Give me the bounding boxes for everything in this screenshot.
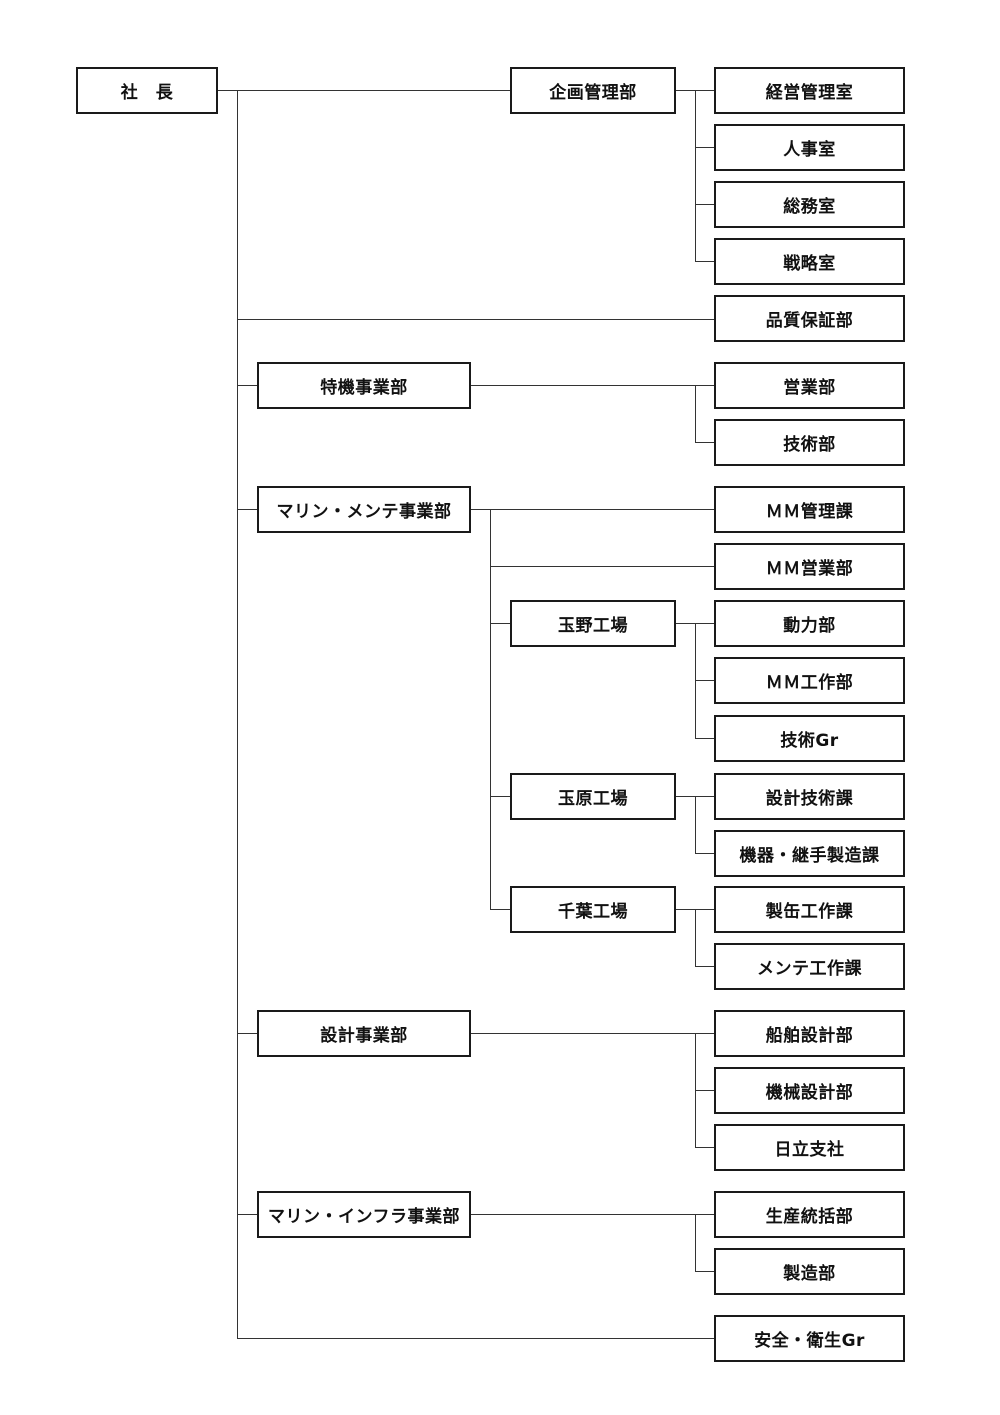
connector-line (695, 385, 696, 443)
node-design-unit: 日立支社 (714, 1124, 905, 1171)
connector-line (695, 853, 715, 854)
node-chiba-unit: メンテ工作課 (714, 943, 905, 990)
connector-line (470, 1214, 715, 1215)
connector-line (695, 442, 715, 443)
connector-line (237, 1338, 715, 1339)
connector-line (490, 509, 491, 910)
connector-line (695, 623, 696, 739)
connector-line (470, 509, 715, 510)
node-tamano-unit: ＭＭ工作部 (714, 657, 905, 704)
node-mm-unit: ＭＭ管理課 (714, 486, 905, 533)
node-design-unit: 機械設計部 (714, 1067, 905, 1114)
connector-line (490, 909, 511, 910)
connector-line (237, 1214, 258, 1215)
connector-line (695, 909, 696, 967)
node-tamahara-factory: 玉原工場 (510, 773, 676, 820)
connector-line (695, 261, 715, 262)
connector-line (237, 1033, 258, 1034)
connector-line (217, 90, 511, 91)
node-special-machinery-unit: 営業部 (714, 362, 905, 409)
connector-line (490, 623, 511, 624)
connector-line (470, 385, 715, 386)
node-president: 社 長 (76, 67, 218, 114)
node-tamano-factory: 玉野工場 (510, 600, 676, 647)
node-chiba-factory: 千葉工場 (510, 886, 676, 933)
connector-line (695, 680, 715, 681)
connector-line (695, 1214, 696, 1272)
connector-line (695, 1271, 715, 1272)
node-planning-room: 経営管理室 (714, 67, 905, 114)
connector-line (490, 796, 511, 797)
connector-line (237, 509, 258, 510)
node-quality-dept: 品質保証部 (714, 295, 905, 342)
node-tamahara-unit: 機器・継手製造課 (714, 830, 905, 877)
connector-line (237, 385, 258, 386)
node-safety-group: 安全・衛生Gr (714, 1315, 905, 1362)
node-special-machinery-unit: 技術部 (714, 419, 905, 466)
node-planning-room: 戦略室 (714, 238, 905, 285)
node-marine-infra-div: マリン・インフラ事業部 (257, 1191, 471, 1238)
node-special-machinery-div: 特機事業部 (257, 362, 471, 409)
node-tamano-unit: 技術Gr (714, 715, 905, 762)
connector-line (695, 147, 715, 148)
connector-line (695, 966, 715, 967)
connector-line (695, 796, 696, 854)
node-marine-infra-unit: 生産統括部 (714, 1191, 905, 1238)
node-tamano-unit: 動力部 (714, 600, 905, 647)
node-design-div: 設計事業部 (257, 1010, 471, 1057)
connector-line (695, 204, 715, 205)
node-marine-infra-unit: 製造部 (714, 1248, 905, 1295)
node-chiba-unit: 製缶工作課 (714, 886, 905, 933)
node-planning-room: 人事室 (714, 124, 905, 171)
connector-line (695, 1147, 715, 1148)
node-design-unit: 船舶設計部 (714, 1010, 905, 1057)
connector-line (695, 90, 696, 262)
node-planning-room: 総務室 (714, 181, 905, 228)
connector-line (470, 1033, 715, 1034)
node-planning-dept: 企画管理部 (510, 67, 676, 114)
node-tamahara-unit: 設計技術課 (714, 773, 905, 820)
connector-line (237, 90, 238, 1339)
connector-line (490, 566, 715, 567)
node-marine-maintenance-div: マリン・メンテ事業部 (257, 486, 471, 533)
connector-line (237, 319, 715, 320)
connector-line (695, 738, 715, 739)
connector-line (695, 1090, 715, 1091)
node-mm-unit: ＭＭ営業部 (714, 543, 905, 590)
